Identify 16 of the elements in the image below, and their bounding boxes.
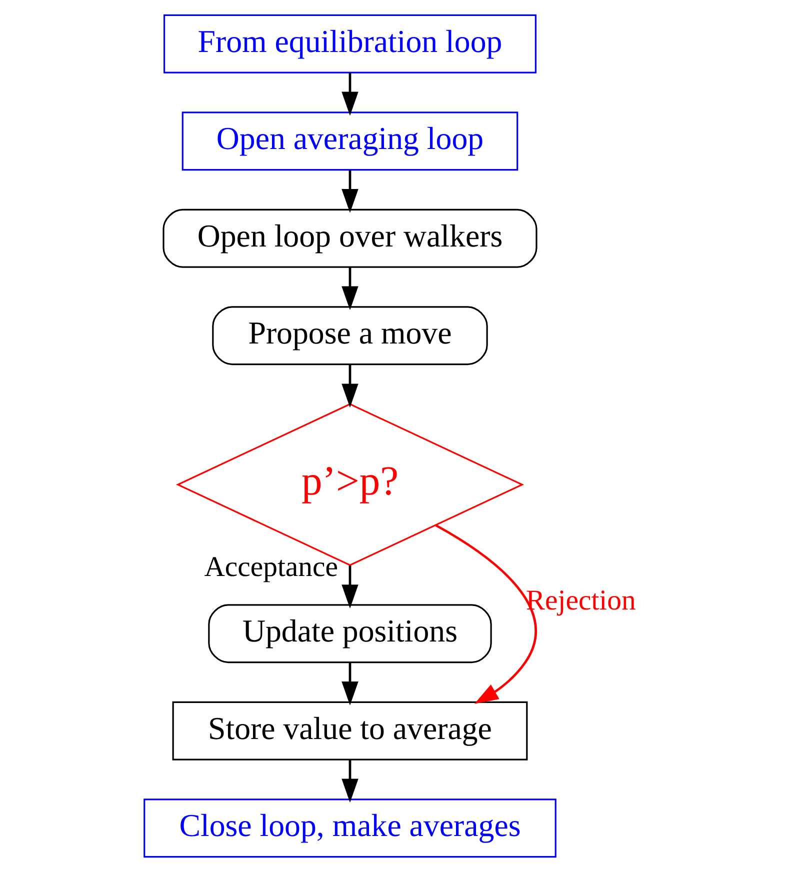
node-box: Open averaging loop — [182, 112, 518, 171]
node-box: Update positions — [208, 604, 492, 664]
arrow — [342, 72, 358, 116]
arrow — [342, 364, 358, 408]
node-box: Store value to average — [172, 701, 528, 760]
arrow — [342, 566, 358, 608]
edge-label: Rejection — [526, 584, 636, 617]
node-box: Open loop over walkers — [162, 208, 538, 268]
node-box: From equilibration loop — [164, 14, 536, 74]
node-box: Close loop, make averages — [144, 798, 556, 858]
arrow — [342, 662, 358, 706]
arrow — [342, 760, 358, 803]
arrow — [342, 170, 358, 213]
node-box: Propose a move — [212, 306, 488, 366]
arrow — [342, 267, 358, 310]
arrow — [435, 524, 537, 704]
